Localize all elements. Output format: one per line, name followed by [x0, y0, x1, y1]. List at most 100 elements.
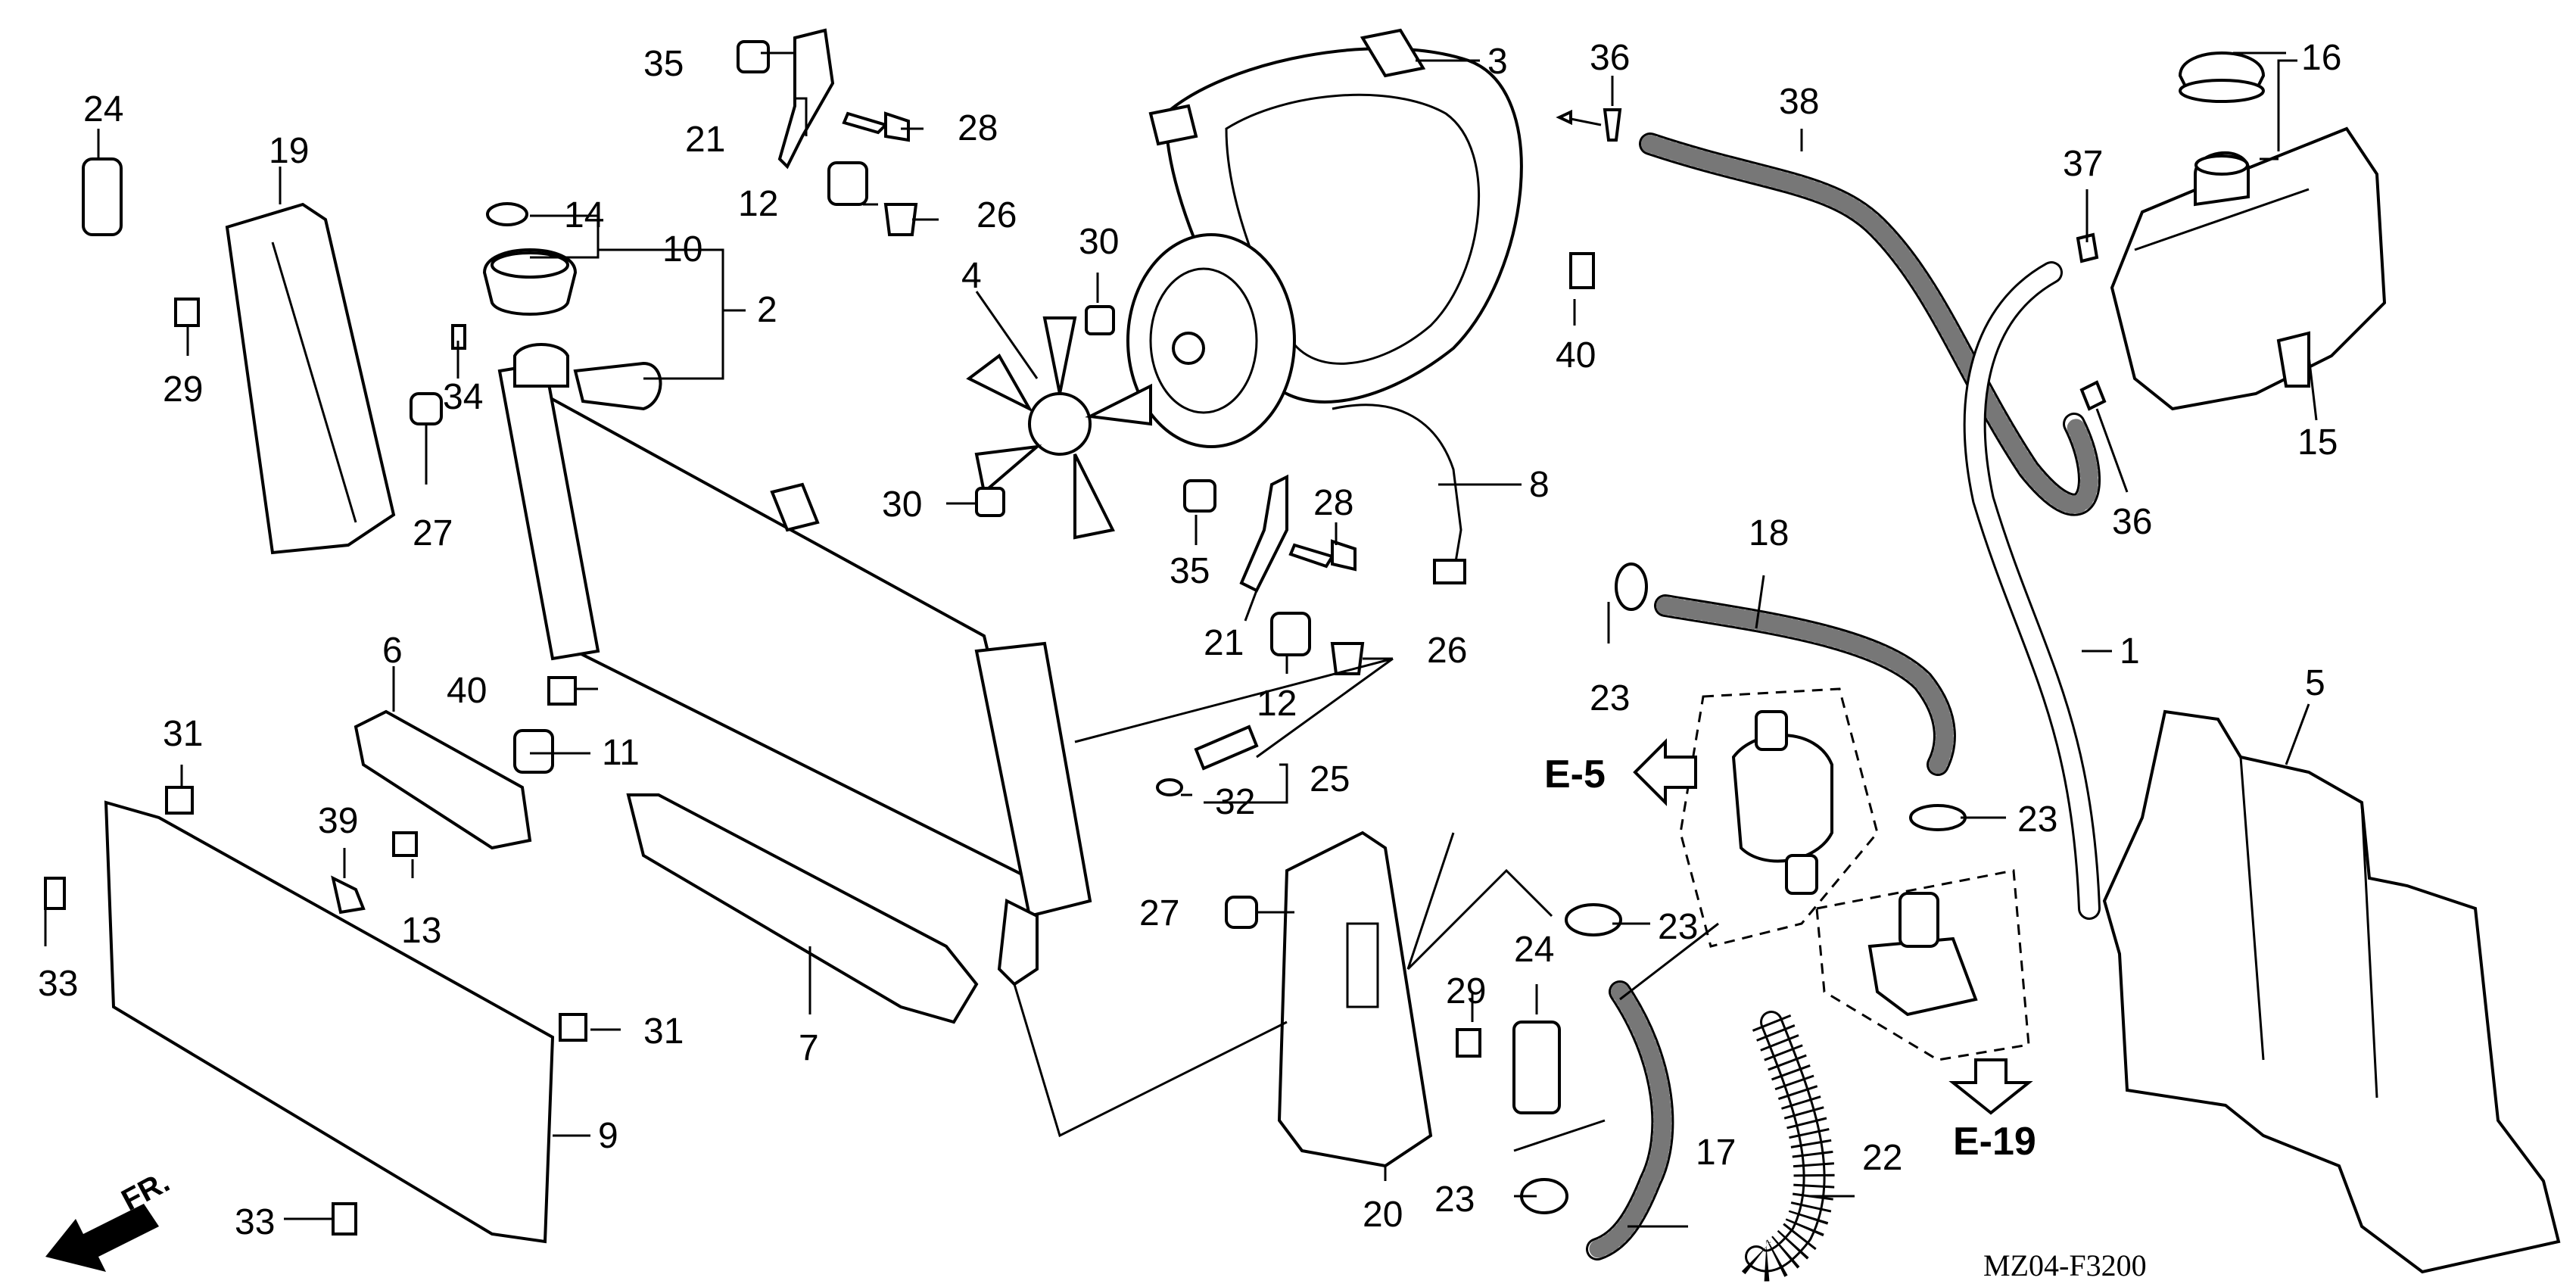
- bolt-33b: [332, 1202, 357, 1236]
- hose-1: [1963, 261, 2101, 920]
- left-side-shroud: [225, 202, 396, 555]
- label-part-14: 14: [564, 195, 604, 235]
- label-part-32: 32: [1215, 782, 1255, 822]
- label-part-28a: 28: [958, 108, 998, 148]
- cap-seal: [486, 202, 528, 226]
- label-part-19: 19: [269, 131, 309, 171]
- label-part-4: 4: [961, 256, 982, 296]
- label-part-8: 8: [1529, 465, 1550, 505]
- right-side-shroud: [1277, 830, 1433, 1168]
- hose-22: [1741, 1011, 1835, 1282]
- label-part-23a: 23: [1590, 678, 1630, 718]
- ref-arrow-e5: [1633, 738, 1697, 806]
- label-part-23d: 23: [1434, 1179, 1475, 1220]
- grommet-12b: [1270, 612, 1311, 656]
- label-part-9: 9: [598, 1116, 618, 1156]
- radiator-cap: [482, 248, 578, 316]
- label-part-23c: 23: [1658, 907, 1698, 947]
- wire-connector: [1433, 559, 1466, 584]
- label-part-29a: 29: [163, 369, 203, 410]
- reserve-tank-cap: [2178, 51, 2266, 103]
- label-part-17: 17: [1696, 1133, 1736, 1173]
- clip-36b: [2079, 380, 2107, 411]
- bolt-33a: [44, 877, 66, 910]
- label-part-10: 10: [662, 229, 702, 270]
- label-part-25: 25: [1310, 759, 1350, 799]
- pad-24b: [1512, 1021, 1561, 1114]
- nut-35b: [1183, 479, 1216, 513]
- label-part-38: 38: [1779, 82, 1819, 122]
- label-part-31a: 31: [163, 714, 203, 754]
- pump-group-box-upper: [1679, 687, 1879, 948]
- grommet-27a: [410, 392, 443, 425]
- collar-26b: [1330, 642, 1365, 675]
- hose-clamp-23b: [1909, 804, 1967, 831]
- under-cover: [2102, 709, 2561, 1274]
- collar-26a: [883, 203, 918, 236]
- label-part-12b: 12: [1257, 684, 1297, 724]
- label-part-26b: 26: [1427, 631, 1467, 671]
- hose-clamp-23c: [1565, 903, 1622, 936]
- pad-24a: [82, 157, 123, 236]
- hose-18: [1654, 594, 1956, 776]
- label-part-3: 3: [1487, 42, 1508, 82]
- water-pump-cover: [1731, 710, 1833, 895]
- label-part-22: 22: [1862, 1138, 1902, 1178]
- clip-31a: [165, 786, 194, 815]
- label-part-7: 7: [799, 1028, 819, 1068]
- label-part-27a: 27: [413, 513, 453, 553]
- label-part-30b: 30: [882, 485, 922, 525]
- bolt-39: [331, 875, 366, 915]
- clip-31b: [559, 1013, 587, 1042]
- radiator-grille: [104, 800, 555, 1244]
- reference-e5: E-5: [1544, 753, 1606, 796]
- hose-clamp-23a: [1615, 562, 1648, 611]
- label-part-23b: 23: [2017, 799, 2057, 840]
- label-part-33b: 33: [235, 1202, 275, 1242]
- label-part-37: 37: [2063, 144, 2103, 184]
- fan-motor: [1126, 233, 1296, 448]
- part-number-labels: 1 2 3 4 5 6 7 8 9 10 11 12 12 13 14 15 1…: [38, 38, 2341, 1242]
- bolt-28b: [1288, 539, 1357, 572]
- label-part-40b: 40: [447, 671, 487, 711]
- bolt-29b: [1456, 1028, 1481, 1058]
- label-part-12a: 12: [738, 184, 778, 224]
- reserve-tank: [2110, 126, 2387, 411]
- bolt-13: [392, 831, 418, 857]
- label-part-2: 2: [757, 290, 777, 330]
- label-part-5: 5: [2305, 663, 2325, 703]
- bracket-6: [354, 709, 532, 850]
- label-part-35a: 35: [643, 44, 684, 84]
- label-part-30a: 30: [1079, 222, 1119, 262]
- label-part-24a: 24: [83, 89, 123, 129]
- label-part-20: 20: [1363, 1195, 1403, 1235]
- leader-lines: [44, 51, 2318, 1228]
- label-part-34: 34: [443, 377, 483, 417]
- label-part-36a: 36: [1590, 38, 1630, 78]
- label-part-21b: 21: [1204, 623, 1244, 663]
- grommet-27b: [1225, 896, 1258, 929]
- lower-guard-plate: [626, 793, 979, 1024]
- screw-34: [451, 324, 466, 350]
- nut-35a: [737, 40, 770, 73]
- label-part-24b: 24: [1514, 930, 1554, 970]
- nut-30b: [975, 487, 1005, 517]
- bracket-lower: [1239, 474, 1288, 593]
- bolt-29a: [174, 298, 200, 327]
- reference-e19: E-19: [1953, 1120, 2036, 1164]
- label-part-31b: 31: [643, 1011, 684, 1052]
- label-part-27b: 27: [1139, 893, 1179, 933]
- label-part-13: 13: [401, 911, 441, 951]
- hose-38: [1639, 132, 2101, 516]
- cooling-fan: [966, 316, 1152, 540]
- label-part-18: 18: [1749, 513, 1789, 553]
- direction-arrow: [1556, 109, 1572, 126]
- label-part-1: 1: [2120, 631, 2140, 672]
- label-part-21a: 21: [685, 120, 725, 160]
- clip-36a: [1603, 108, 1622, 142]
- label-part-16: 16: [2301, 38, 2341, 78]
- label-part-15: 15: [2297, 422, 2338, 463]
- front-label: FR.: [117, 1165, 176, 1217]
- thermostat-housing: [1867, 892, 1978, 1017]
